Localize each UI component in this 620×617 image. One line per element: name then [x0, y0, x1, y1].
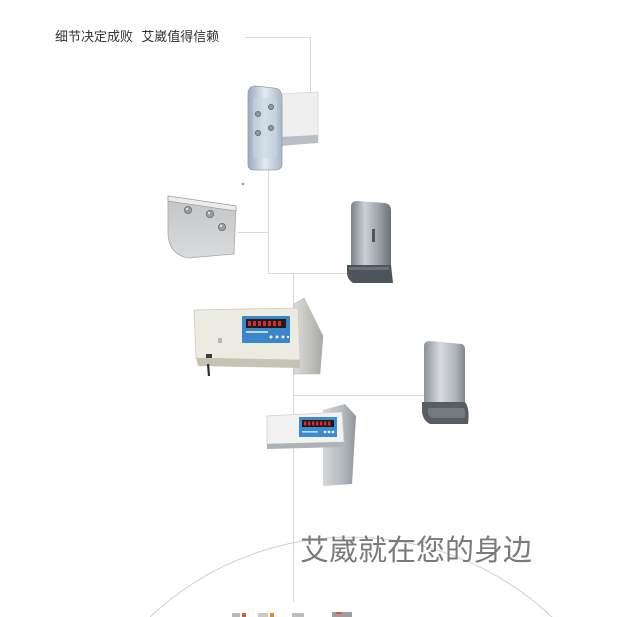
decorative-dot [241, 182, 245, 186]
column-end-cap-image [347, 201, 393, 283]
mount-screws [254, 103, 274, 137]
plate-top-edge [167, 195, 237, 212]
plate-screws [183, 205, 227, 231]
column2-body [424, 341, 465, 402]
control-led-digits [248, 321, 281, 326]
bottom-arc [149, 536, 553, 617]
display-led-digits [304, 421, 331, 426]
footer-slogan: 艾崴就在您的身边 [300, 533, 533, 567]
column-base-image [422, 341, 469, 424]
header-tagline: 细节决定成败 艾崴值得信赖 [55, 30, 220, 45]
bottom-cropped-images [232, 612, 352, 617]
control-unit-image [193, 297, 324, 377]
display-buttons [323, 430, 335, 434]
top-mount-bracket-image [247, 85, 319, 171]
control-cable [206, 363, 211, 377]
column-slot [372, 229, 375, 242]
column-body [351, 201, 391, 265]
mount-box-shade [278, 135, 318, 146]
display-panel-image [266, 404, 356, 486]
screw-plate-image [167, 195, 237, 259]
display-box-bottom [267, 442, 344, 449]
control-box-bottom [196, 358, 300, 368]
control-buttons [268, 334, 290, 340]
